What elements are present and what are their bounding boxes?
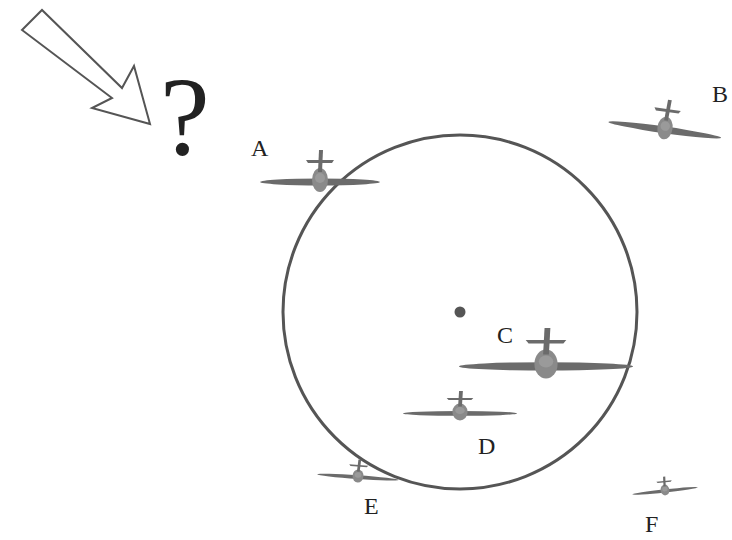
plane-label: A: [251, 136, 268, 160]
plane-a: [260, 150, 380, 192]
plane-d: [403, 391, 517, 420]
plane-label: E: [364, 494, 379, 518]
center-dot: [455, 307, 466, 318]
plane-c: [459, 328, 633, 378]
plane-label: D: [478, 434, 495, 458]
orbit-circle: [283, 135, 637, 489]
arrow-outline: [22, 10, 150, 124]
plane-label: B: [712, 82, 728, 106]
plane-e: [317, 457, 400, 486]
plane-f: [631, 473, 699, 499]
question-mark: ?: [160, 60, 210, 172]
plane-b: [607, 92, 725, 147]
plane-label: F: [645, 512, 658, 536]
plane-label: C: [497, 323, 513, 347]
